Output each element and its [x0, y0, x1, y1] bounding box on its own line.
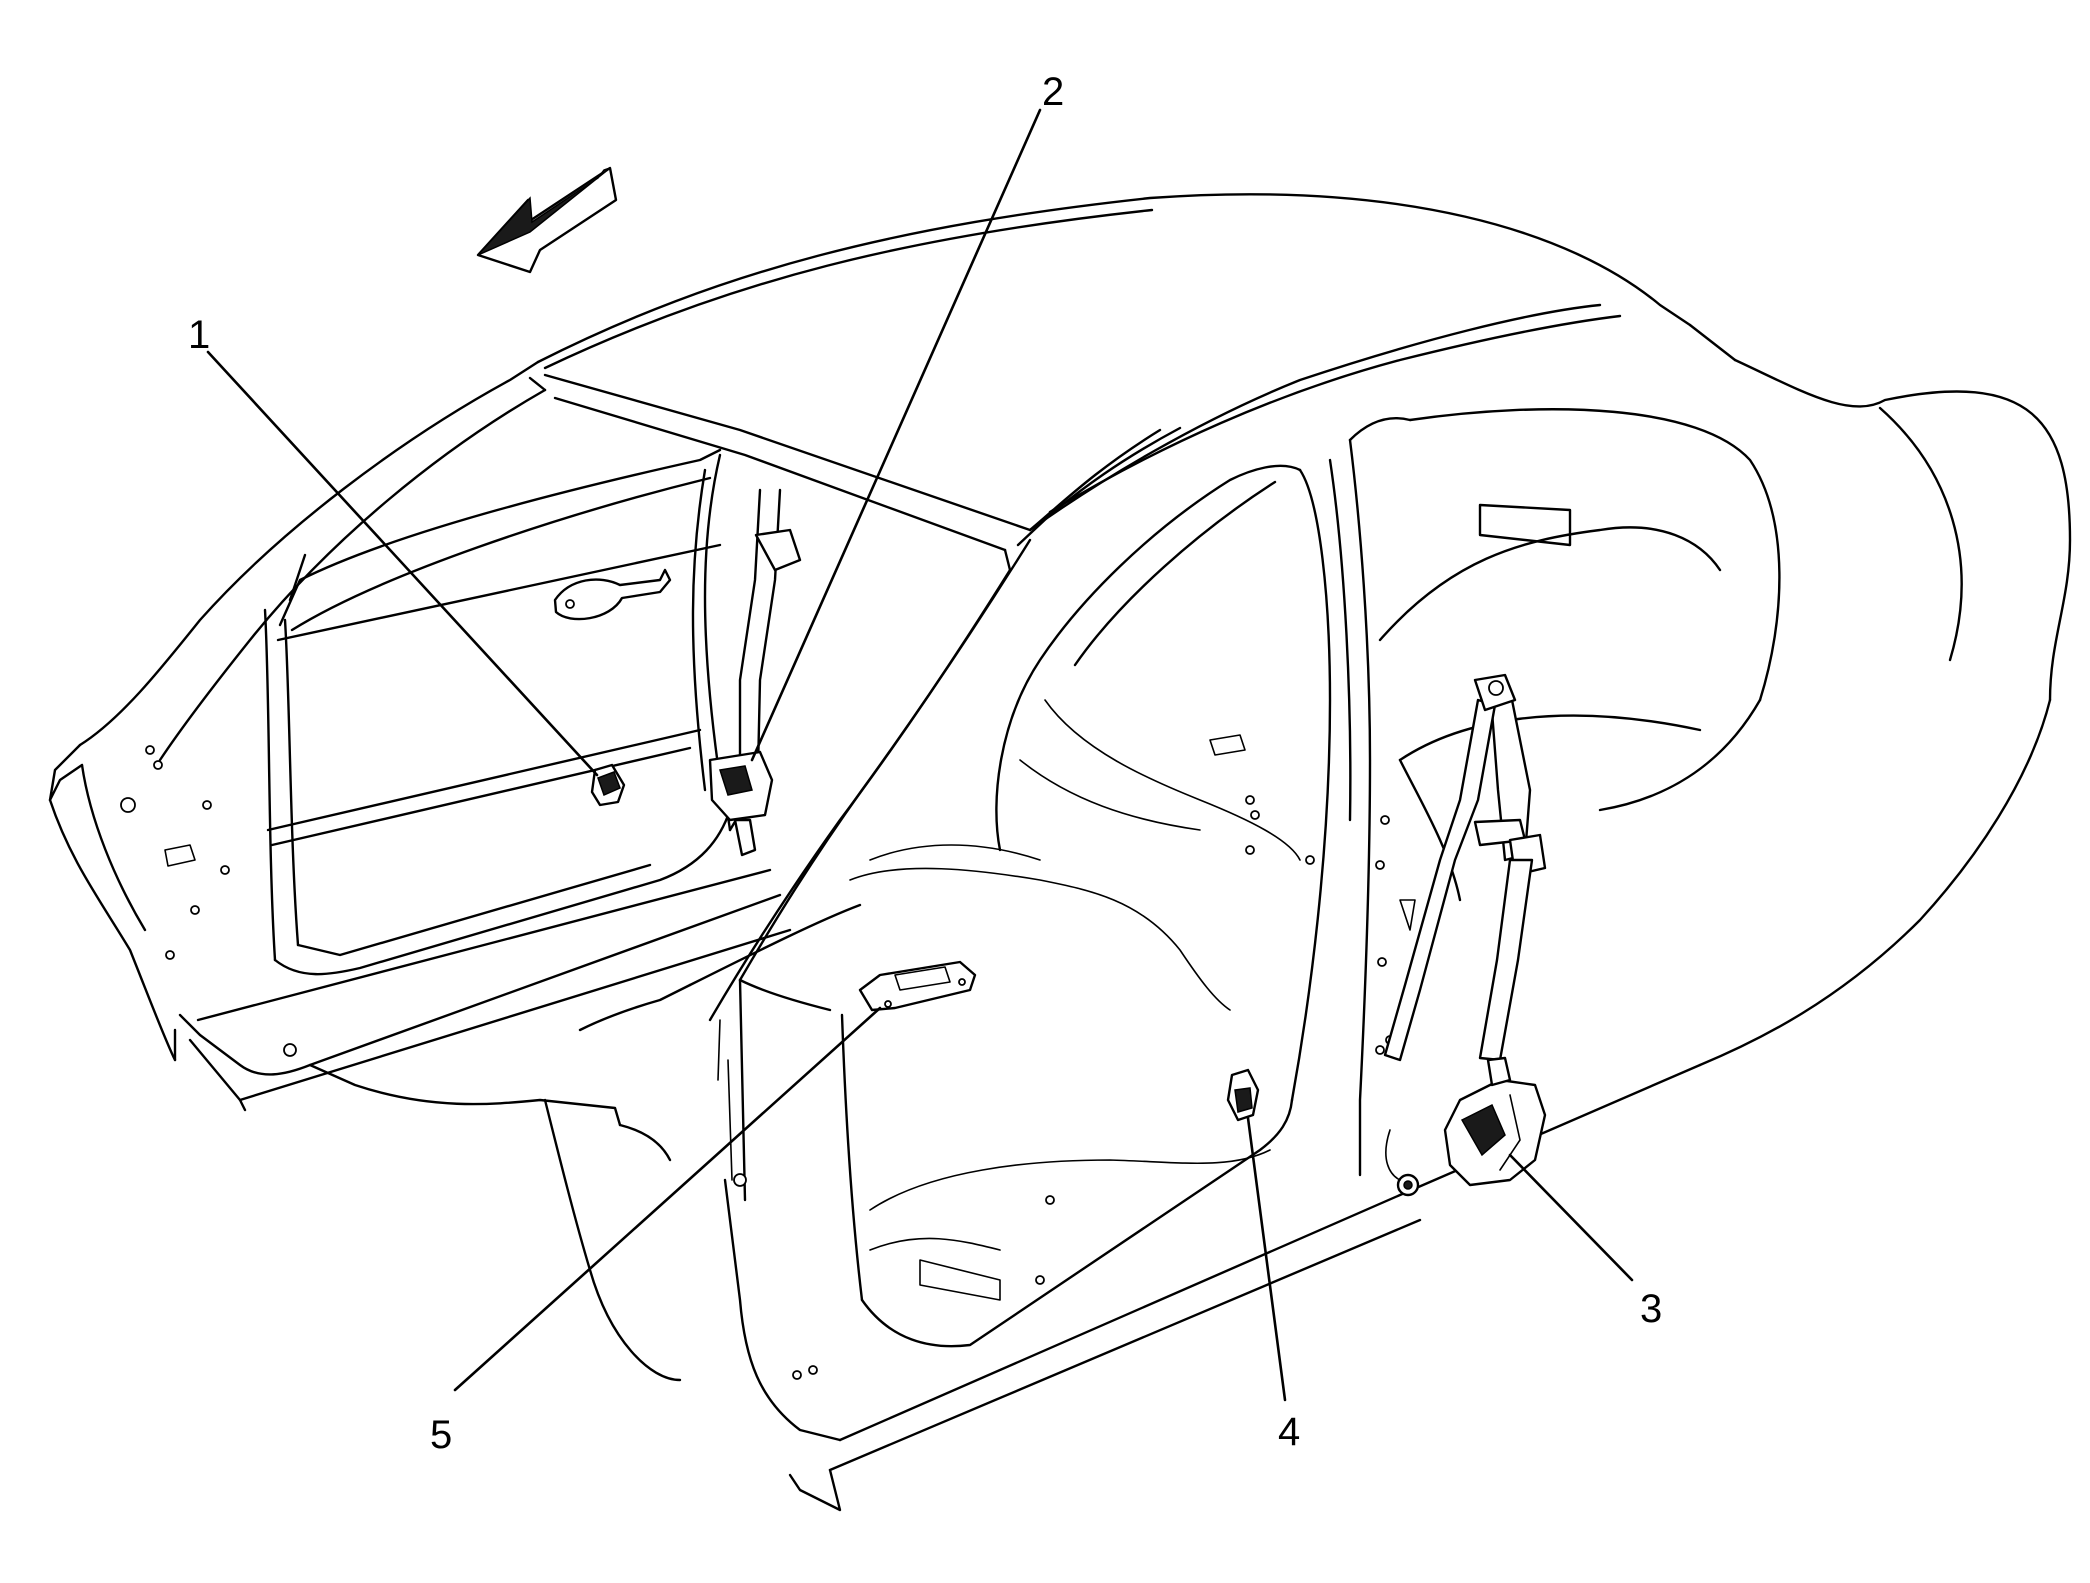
door-handle	[553, 568, 672, 621]
callout-4: 4	[1278, 1410, 1300, 1454]
forward-arrow-icon	[476, 166, 618, 274]
body-mounting-holes	[120, 734, 1416, 1380]
leader-2	[750, 108, 1042, 762]
leader-5	[453, 1006, 882, 1392]
part-5-floor-module	[858, 960, 977, 1012]
leader-1	[206, 350, 599, 777]
callout-1: 1	[188, 313, 210, 357]
callout-3: 3	[1640, 1287, 1662, 1331]
part-4-rear-buckle-clip	[1226, 1068, 1260, 1122]
part-1-front-seat-belt-sensor	[590, 763, 626, 807]
callout-labels: 1 2 3 4 5	[188, 70, 1662, 1457]
part-3-rear-seat-belt-retractor	[1383, 673, 1547, 1197]
callout-5: 5	[430, 1413, 452, 1457]
callout-2: 2	[1042, 70, 1064, 114]
part-2-front-seat-belt-retractor	[708, 488, 802, 857]
leader-3	[1508, 1153, 1634, 1282]
leader-4	[1246, 1116, 1287, 1402]
vehicle-body	[48, 193, 2072, 1512]
leader-lines	[206, 108, 1634, 1402]
